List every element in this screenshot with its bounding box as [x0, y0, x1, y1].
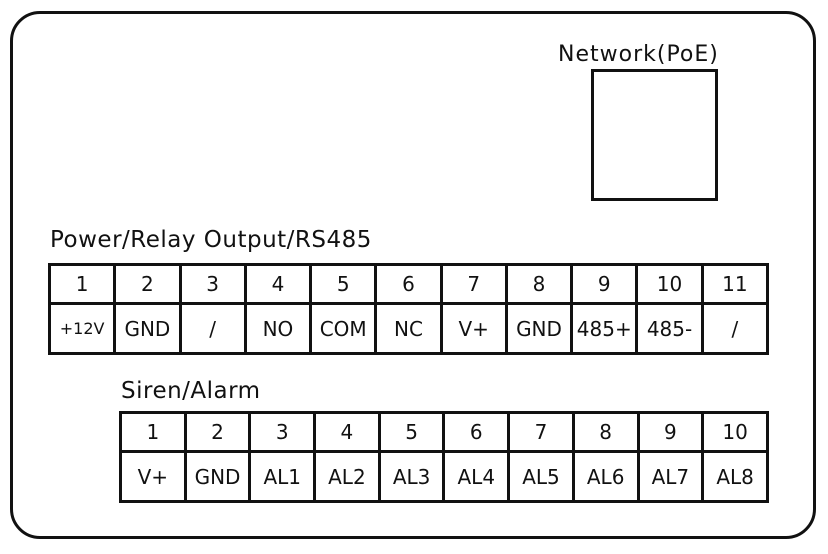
siren-terminal-number: 10 [701, 411, 769, 453]
power-terminal-number: 2 [113, 263, 182, 305]
siren-terminal-number: 7 [507, 411, 575, 453]
power-terminal-label: GND [504, 302, 574, 355]
siren-terminal-label: AL4 [442, 450, 511, 503]
siren-terminal-number: 9 [636, 411, 705, 453]
power-terminal-number: 6 [374, 263, 443, 305]
siren-terminal-label: AL1 [248, 450, 317, 503]
siren-terminal-number: 8 [571, 411, 640, 453]
siren-terminal-number: 2 [183, 411, 252, 453]
siren-terminal-label: AL5 [507, 450, 575, 503]
power-terminal-number: 11 [700, 263, 770, 305]
siren-terminal-label: AL7 [636, 450, 705, 503]
siren-terminal-label: AL8 [701, 450, 769, 503]
power-terminal-label: GND [113, 302, 182, 355]
siren-terminal-number: 5 [377, 411, 446, 453]
siren-terminal-number: 3 [248, 411, 317, 453]
power-terminal-block: 1 2 3 4 5 6 7 8 9 10 11 +12V GND / NO CO… [47, 263, 770, 355]
siren-terminal-label: AL2 [313, 450, 381, 503]
power-terminal-label: COM [309, 302, 378, 355]
power-terminal-number: 3 [178, 263, 247, 305]
power-terminal-label: +12V [47, 302, 117, 355]
network-port [591, 69, 718, 201]
power-terminal-label: / [178, 302, 247, 355]
siren-terminal-number: 4 [313, 411, 381, 453]
power-terminal-label: 485- [635, 302, 704, 355]
siren-terminal-number-row: 1 2 3 4 5 6 7 8 9 10 [119, 411, 769, 453]
siren-alarm-title: Siren/Alarm [121, 378, 261, 404]
power-terminal-label: V+ [439, 302, 508, 355]
power-terminal-number: 5 [309, 263, 378, 305]
power-terminal-number: 9 [570, 263, 639, 305]
power-terminal-number-row: 1 2 3 4 5 6 7 8 9 10 11 [47, 263, 770, 305]
network-poe-label: Network(PoE) [558, 42, 719, 67]
siren-terminal-number: 6 [442, 411, 511, 453]
siren-terminal-label: V+ [119, 450, 187, 503]
power-terminal-label: 485+ [570, 302, 639, 355]
power-terminal-number: 1 [47, 263, 117, 305]
power-terminal-label: NO [243, 302, 313, 355]
power-relay-rs485-title: Power/Relay Output/RS485 [50, 227, 372, 253]
siren-terminal-label-row: V+ GND AL1 AL2 AL3 AL4 AL5 AL6 AL7 AL8 [119, 450, 769, 503]
siren-alarm-terminal-block: 1 2 3 4 5 6 7 8 9 10 V+ GND AL1 AL2 AL3 … [119, 411, 769, 503]
power-terminal-label-row: +12V GND / NO COM NC V+ GND 485+ 485- / [47, 302, 770, 355]
siren-terminal-label: AL3 [377, 450, 446, 503]
power-terminal-number: 10 [635, 263, 704, 305]
siren-terminal-number: 1 [119, 411, 187, 453]
power-terminal-number: 7 [439, 263, 508, 305]
siren-terminal-label: AL6 [571, 450, 640, 503]
power-terminal-label: / [700, 302, 770, 355]
power-terminal-label: NC [374, 302, 443, 355]
power-terminal-number: 8 [504, 263, 574, 305]
siren-terminal-label: GND [183, 450, 252, 503]
terminal-panel [10, 11, 816, 539]
power-terminal-number: 4 [243, 263, 313, 305]
